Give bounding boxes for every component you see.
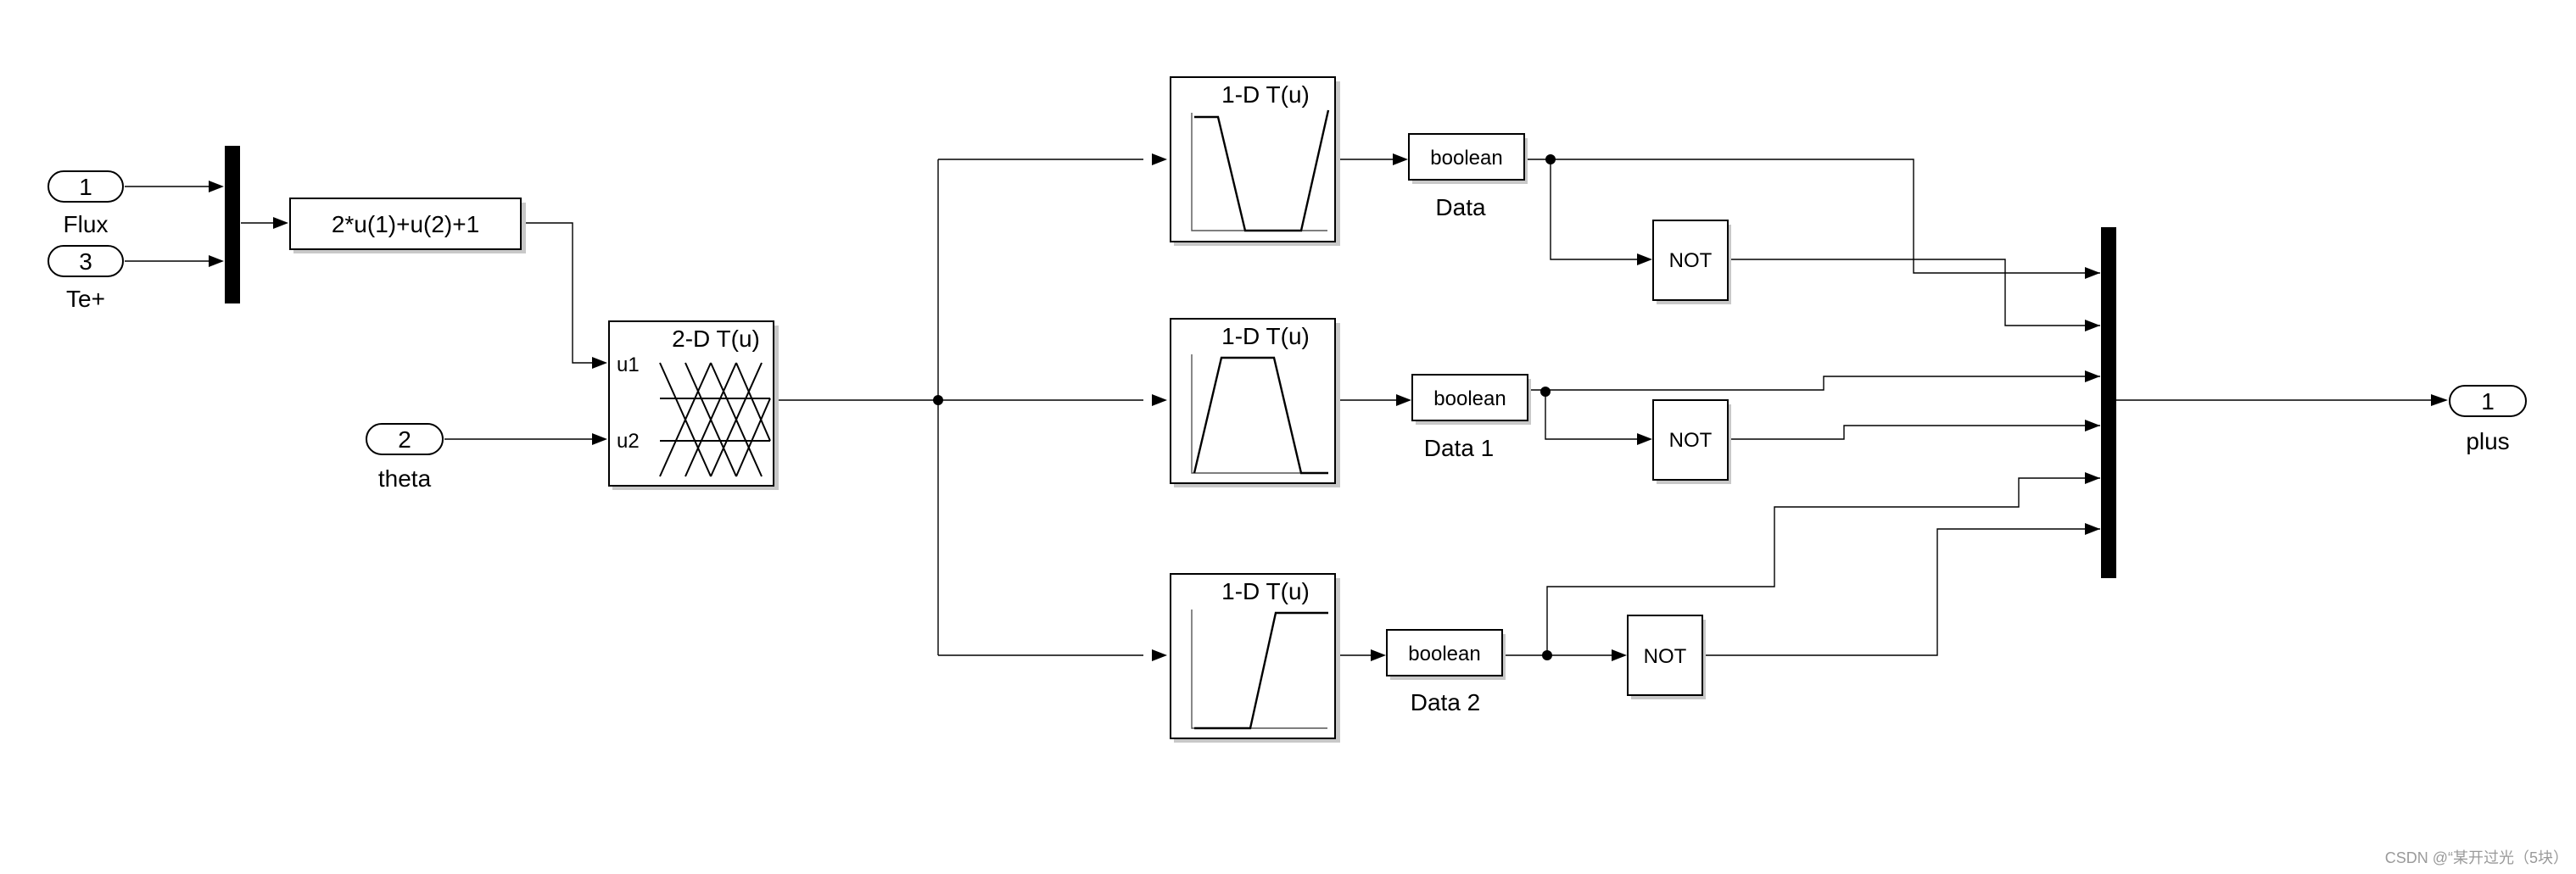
convert-block-2-label: Data 1	[1424, 435, 1495, 461]
convert-block-1-text: boolean	[1430, 147, 1502, 170]
convert-block-2-text: boolean	[1433, 387, 1506, 410]
lookup-1d-curve-icon	[1194, 109, 1330, 232]
lookup-2d-block[interactable]: 2-D T(u) u1 u2	[608, 320, 779, 490]
signal-lines	[125, 159, 2434, 656]
inport-theta[interactable]: 2 theta	[366, 423, 444, 492]
branch-points	[933, 154, 1556, 660]
wire-bool1-to-not1[interactable]	[1550, 159, 1640, 260]
lookup-1d-block-2[interactable]: 1-D T(u)	[1170, 318, 1340, 487]
branch-point	[1545, 154, 1556, 164]
arrowhead	[2085, 523, 2100, 535]
outport-label: plus	[2466, 428, 2509, 454]
inport-theta-label: theta	[378, 465, 432, 492]
branch-point	[1542, 650, 1552, 660]
arrowhead	[2085, 320, 2100, 331]
lookup-1d-title-2: 1-D T(u)	[1221, 323, 1310, 349]
arrowhead	[1152, 394, 1167, 406]
arrowhead	[1396, 394, 1411, 406]
arrowhead	[2085, 267, 2100, 279]
watermark-text: CSDN @“某开过光（5块）	[2385, 849, 2568, 866]
lookup-1d-block-1[interactable]: 1-D T(u)	[1170, 76, 1340, 246]
branch-point	[1540, 387, 1551, 397]
inport-te-number: 3	[79, 248, 92, 275]
not-block-3-text: NOT	[1644, 645, 1687, 668]
fcn-expression: 2*u(1)+u(2)+1	[332, 211, 479, 237]
wire-fcn-to-lut2d[interactable]	[521, 222, 595, 364]
not-block-2-text: NOT	[1669, 429, 1713, 452]
arrowhead	[592, 357, 607, 369]
arrowhead	[1637, 253, 1652, 265]
arrowhead	[1371, 649, 1386, 661]
lookup-1d-curve-icon	[1193, 356, 1328, 475]
wire-bool3-up[interactable]	[1546, 477, 2100, 655]
wire-bool2-out[interactable]	[1528, 376, 2100, 400]
lookup-1d-title-3: 1-D T(u)	[1221, 578, 1310, 604]
arrowheads	[209, 153, 2448, 661]
inport-flux[interactable]: 1 Flux	[47, 170, 124, 237]
fcn-block[interactable]: 2*u(1)+u(2)+1	[289, 198, 526, 253]
arrowhead	[209, 255, 224, 267]
wire-not3-out[interactable]	[1703, 528, 2100, 656]
not-block-3[interactable]: NOT	[1627, 615, 1706, 699]
branch-point	[933, 395, 943, 405]
mux-input[interactable]	[225, 146, 240, 303]
lookup-2d-input2-label: u2	[617, 430, 640, 453]
arrowhead	[1393, 153, 1408, 165]
arrowhead	[592, 433, 607, 445]
convert-block-1-label: Data	[1435, 194, 1486, 220]
arrowhead	[1152, 649, 1167, 661]
convert-block-3-label: Data 2	[1411, 689, 1481, 715]
inport-flux-label: Flux	[64, 211, 109, 237]
lookup-1d-axes-icon	[1191, 610, 1327, 729]
arrowhead	[273, 217, 288, 229]
outport-plus[interactable]: 1 plus	[2449, 385, 2527, 454]
wire-not2-out[interactable]	[1729, 425, 2100, 440]
lookup-2d-input1-label: u1	[617, 353, 640, 376]
lookup-2d-surface-icon	[659, 362, 771, 477]
arrowhead	[2085, 420, 2100, 431]
not-block-2[interactable]: NOT	[1652, 399, 1731, 484]
arrowhead	[209, 181, 224, 192]
arrowhead	[2085, 472, 2100, 484]
convert-block-2[interactable]: boolean Data 1	[1411, 374, 1531, 461]
convert-block-3-text: boolean	[1408, 643, 1480, 665]
arrowhead	[2431, 394, 2448, 406]
arrowhead	[2085, 370, 2100, 382]
lookup-2d-title: 2-D T(u)	[672, 326, 760, 352]
convert-block-1[interactable]: boolean Data	[1408, 133, 1528, 220]
convert-block-3[interactable]: boolean Data 2	[1386, 629, 1506, 715]
arrowhead	[1612, 649, 1627, 661]
inport-te[interactable]: 3 Te+	[47, 245, 124, 312]
wire-bool1-out[interactable]	[1524, 159, 2100, 274]
lookup-1d-axes-icon	[1191, 354, 1327, 474]
inport-flux-number: 1	[79, 174, 92, 200]
mux-output[interactable]	[2101, 227, 2116, 578]
arrowhead	[1637, 433, 1652, 445]
lookup-1d-title-1: 1-D T(u)	[1221, 81, 1310, 108]
inport-theta-number: 2	[398, 426, 411, 453]
inport-te-label: Te+	[66, 286, 105, 312]
lookup-1d-block-3[interactable]: 1-D T(u)	[1170, 573, 1340, 743]
wire-bool2-to-not2[interactable]	[1545, 392, 1640, 440]
not-block-1-text: NOT	[1669, 249, 1713, 272]
wire-not1-out[interactable]	[1729, 259, 2100, 326]
outport-number: 1	[2481, 388, 2495, 415]
arrowhead	[1152, 153, 1167, 165]
lookup-1d-curve-icon	[1194, 611, 1328, 730]
not-block-1[interactable]: NOT	[1652, 220, 1731, 304]
